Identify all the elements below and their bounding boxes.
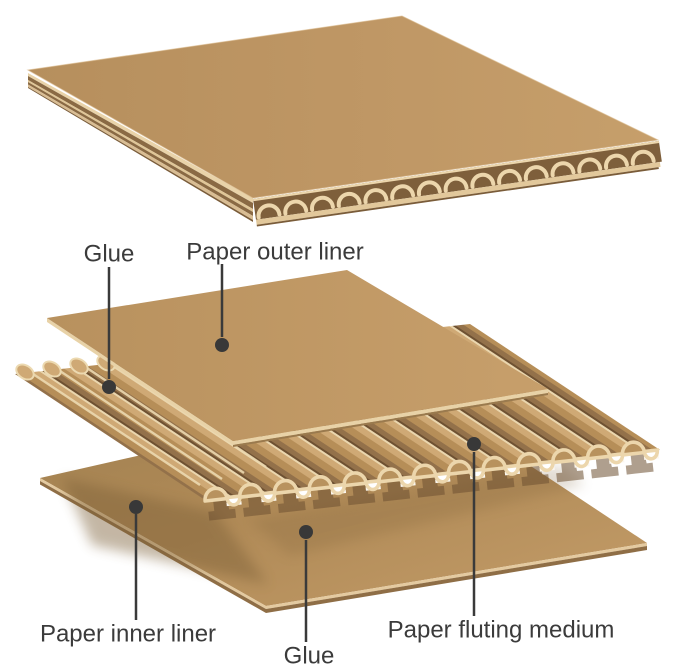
assembled-board-flute-edge — [252, 140, 662, 227]
label-paper-outer-liner: Paper outer liner — [186, 238, 364, 266]
leader-dot-glue-bottom — [299, 525, 313, 539]
leader-dot-glue-top — [102, 380, 116, 394]
assembled-board-top-face — [28, 16, 658, 198]
label-glue-bottom: Glue — [283, 642, 335, 670]
label-paper-fluting-medium: Paper fluting medium — [387, 616, 615, 644]
flute-shadow-tongues — [208, 453, 654, 521]
fluting-scalloped-edge — [203, 440, 660, 507]
assembled-board-side-layers — [28, 73, 253, 222]
flute-wave-troughs — [224, 448, 660, 507]
fluting-tube-end-caps — [15, 354, 116, 381]
outer-liner-sheet — [47, 270, 548, 447]
fluting-shadow-left — [62, 478, 268, 584]
assembled-corrugated-board — [26, 15, 662, 227]
leader-dot-fluting-medium — [467, 437, 481, 451]
label-paper-inner-liner: Paper inner liner — [39, 620, 217, 648]
outer-liner-face — [47, 270, 548, 441]
leader-dots — [102, 338, 481, 539]
leader-dot-inner-liner — [129, 500, 143, 514]
label-glue-top: Glue — [83, 240, 135, 268]
assembled-board-top-face-edge — [26, 15, 660, 199]
leader-lines — [107, 264, 476, 642]
leader-dot-outer-liner — [215, 338, 229, 352]
